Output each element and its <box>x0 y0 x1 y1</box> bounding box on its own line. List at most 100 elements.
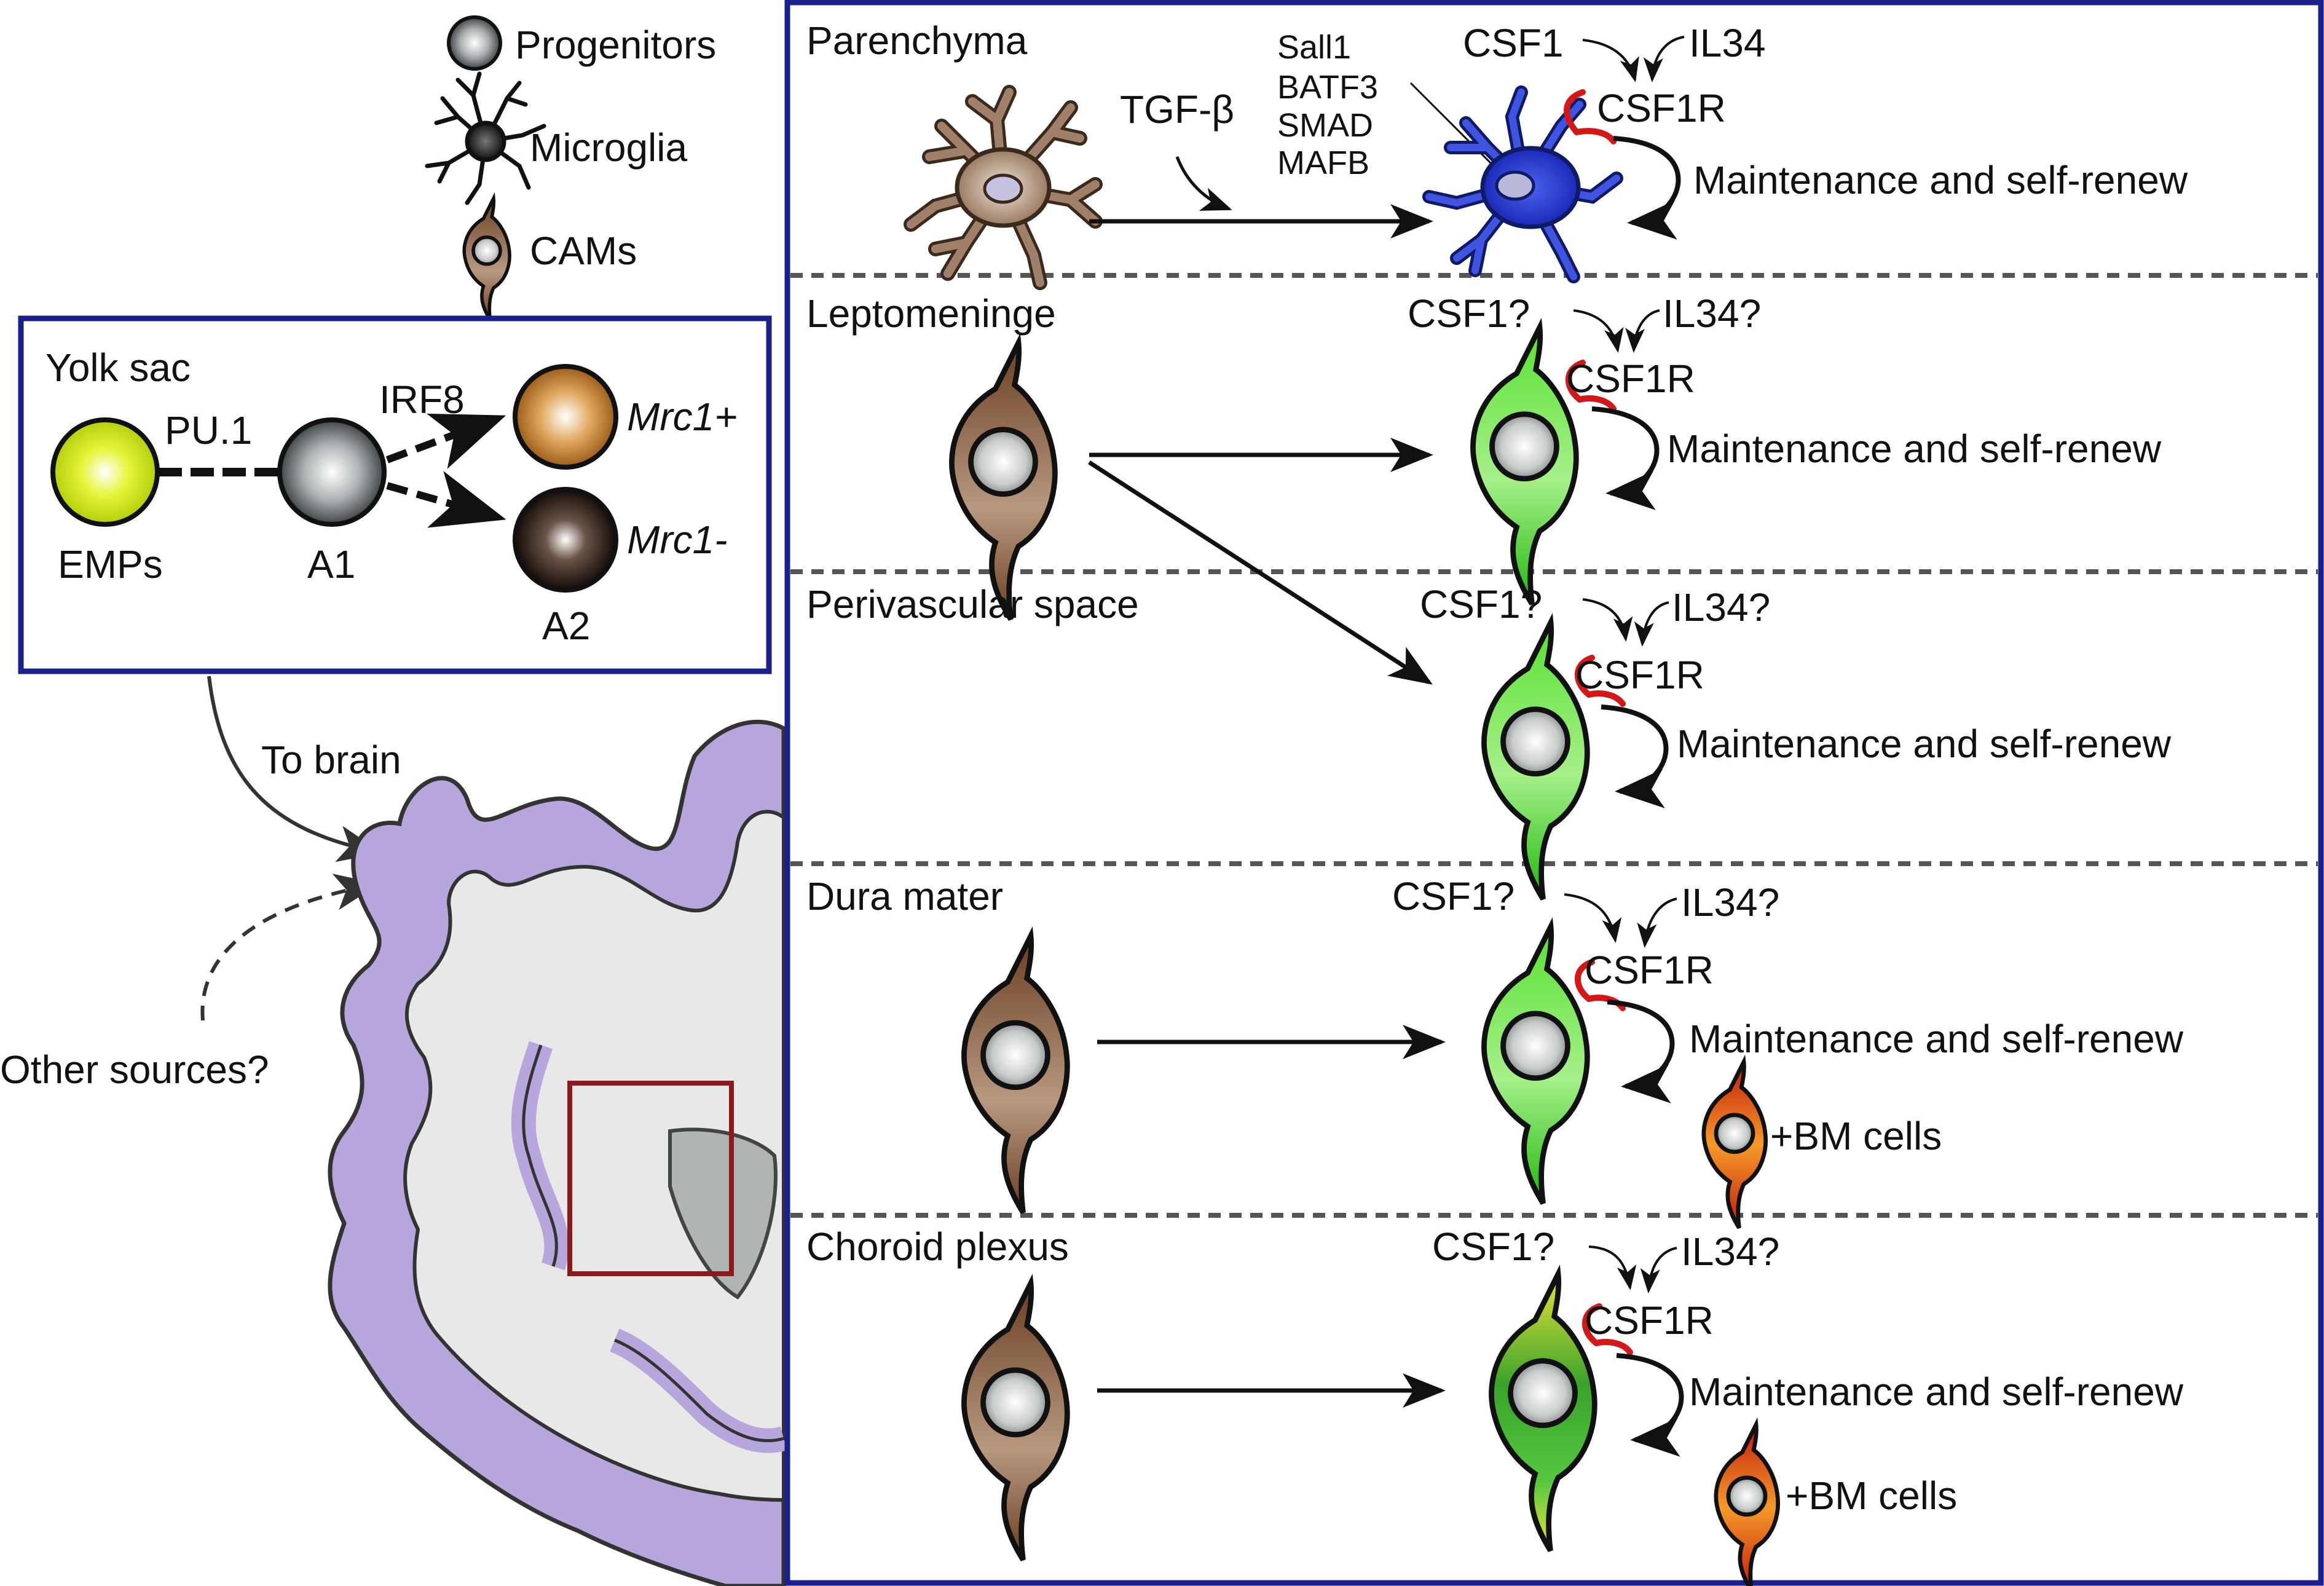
perivascular-target-cam <box>1484 623 1587 899</box>
tf-sall1: Sall1 <box>1277 29 1351 66</box>
a1-cell <box>277 417 387 527</box>
choroid-renew-arrow <box>1616 1353 1684 1457</box>
dura-csf1: CSF1? <box>1392 874 1515 918</box>
choroid-bm-label: +BM cells <box>1786 1474 1957 1518</box>
panel-leptomeninge: Leptomeninge CSF1? IL34? CSF1R Maintenan… <box>806 291 2162 685</box>
leptomeninge-maint: Maintenance and self-renew <box>1667 427 2162 471</box>
irf8-arrow-down <box>386 471 506 528</box>
progenitor-icon <box>447 15 502 71</box>
leptomeninge-renew-arrow <box>1591 406 1660 510</box>
to-brain-label: To brain <box>261 738 401 782</box>
brain-sulcus-2-edge <box>614 1338 784 1443</box>
brown-microglia-icon <box>904 85 1103 290</box>
choroid-bm-cell <box>1716 1425 1778 1586</box>
leptomeninge-csf1-arrow <box>1573 309 1624 353</box>
perivascular-csf1: CSF1? <box>1420 582 1542 626</box>
dura-bm-cell <box>1704 1062 1766 1228</box>
to-brain-arrow <box>207 676 382 862</box>
mrc1-neg-label: Mrc1- <box>627 518 728 562</box>
dura-csf1-arrow <box>1564 893 1622 943</box>
choroid-receptor <box>1582 1303 1633 1355</box>
leptomeninge-il34: IL34? <box>1663 291 1761 336</box>
choroid-il34-arrow <box>1640 1247 1677 1293</box>
dura-renew-arrow <box>1607 1000 1675 1103</box>
perivascular-maint: Maintenance and self-renew <box>1677 722 2172 766</box>
irf8-arrow-up <box>385 413 506 469</box>
perivascular-arrow <box>1088 460 1433 685</box>
legend-cams: CAMs <box>530 229 637 273</box>
mrc1-neg-cell <box>513 487 618 593</box>
blue-microglia-icon <box>1422 85 1623 283</box>
perivascular-il34-arrow <box>1634 601 1669 647</box>
panel-choroid: Choroid plexus CSF1? IL34? CSF1R Mainten… <box>806 1225 2184 1586</box>
brain-ventricle <box>668 1127 778 1300</box>
leptomeninge-receptor <box>1565 360 1617 412</box>
perivascular-csf1-arrow <box>1582 598 1633 642</box>
choroid-target-cam <box>1491 1274 1594 1551</box>
cam-icon <box>464 199 510 320</box>
dura-bm-label: +BM cells <box>1770 1114 1942 1158</box>
leptomeninge-title: Leptomeninge <box>806 291 1056 336</box>
choroid-csf1r: CSF1R <box>1585 1298 1714 1343</box>
legend: Progenitors Microglia CAMs <box>425 15 716 320</box>
dura-source-cam <box>964 936 1067 1213</box>
leptomeninge-il34-arrow <box>1625 309 1660 353</box>
choroid-maint: Maintenance and self-renew <box>1689 1370 2184 1414</box>
parenchyma-renew-arrow <box>1613 136 1681 240</box>
yolk-sac-title: Yolk sac <box>45 345 191 390</box>
dura-csf1r: CSF1R <box>1585 948 1714 992</box>
dura-title: Dura mater <box>806 874 1003 918</box>
leptomeninge-target-cam <box>1473 328 1576 604</box>
perivascular-il34: IL34? <box>1672 585 1770 629</box>
other-sources-arrow <box>200 874 379 1021</box>
mrc1-pos-label: Mrc1+ <box>627 395 738 439</box>
emps-label: EMPs <box>58 542 163 586</box>
parenchyma-maint: Maintenance and self-renew <box>1693 158 2188 202</box>
other-sources-label: Other sources? <box>0 1047 269 1092</box>
legend-progenitors: Progenitors <box>515 23 716 67</box>
tf-smad: SMAD <box>1277 107 1373 144</box>
irf8-label: IRF8 <box>379 377 465 422</box>
parenchyma-title: Parenchyma <box>806 18 1028 63</box>
pu1-label: PU.1 <box>165 408 252 452</box>
parenchyma-csf1-arrow <box>1582 39 1639 82</box>
perivascular-renew-arrow <box>1601 704 1669 808</box>
dura-il34-arrow <box>1637 898 1677 948</box>
leptomeninge-csf1: CSF1? <box>1408 291 1530 336</box>
dura-target-cam <box>1484 927 1587 1204</box>
perivascular-csf1r: CSF1R <box>1575 653 1704 697</box>
tgfb-arrow <box>1175 156 1232 211</box>
choroid-title: Choroid plexus <box>806 1225 1069 1269</box>
a2-label: A2 <box>542 604 590 648</box>
parenchyma-il34-arrow <box>1643 36 1685 82</box>
leptomeninge-source-cam <box>951 343 1055 620</box>
choroid-csf1: CSF1? <box>1432 1225 1554 1269</box>
choroid-csf1-arrow <box>1588 1245 1637 1290</box>
perivascular-receptor <box>1574 655 1626 707</box>
brain-sulcus-1-edge <box>522 1044 558 1267</box>
roi-box <box>567 1081 734 1276</box>
choroid-il34: IL34? <box>1681 1229 1779 1274</box>
parenchyma-csf1r: CSF1R <box>1597 86 1726 130</box>
parenchyma-receptor <box>1564 89 1617 144</box>
legend-microglia: Microglia <box>530 125 687 170</box>
microglia-icon <box>425 71 546 205</box>
tf-batf3: BATF3 <box>1277 69 1378 106</box>
niches-frame <box>784 0 2324 1586</box>
brain-section: To brain Other sources? <box>0 676 787 1586</box>
tgfb-label: TGF-β <box>1120 87 1234 132</box>
brain-inner <box>403 810 786 1502</box>
emp-cell <box>50 417 160 527</box>
panel-parenchyma: Parenchyma TGF-β Sall1 BATF3 SMAD MAFB C… <box>806 18 2188 290</box>
dura-maint: Maintenance and self-renew <box>1689 1017 2184 1061</box>
panel-dura: Dura mater CSF1? IL34? CSF1R Maintenance… <box>806 874 2184 1228</box>
parenchyma-il34: IL34 <box>1689 21 1766 65</box>
leptomeninge-csf1r: CSF1R <box>1566 357 1695 401</box>
mrc1-pos-cell <box>513 364 618 470</box>
yolk-sac-panel: Yolk sac EMPs PU.1 A1 IRF8 Mrc1+ Mrc1- A… <box>18 315 772 674</box>
panel-perivascular: Perivascular space CSF1? IL34? CSF1R Mai… <box>806 582 2172 899</box>
tf-mafb: MAFB <box>1277 144 1369 181</box>
parenchyma-csf1: CSF1 <box>1463 21 1564 65</box>
choroid-source-cam <box>964 1284 1067 1560</box>
